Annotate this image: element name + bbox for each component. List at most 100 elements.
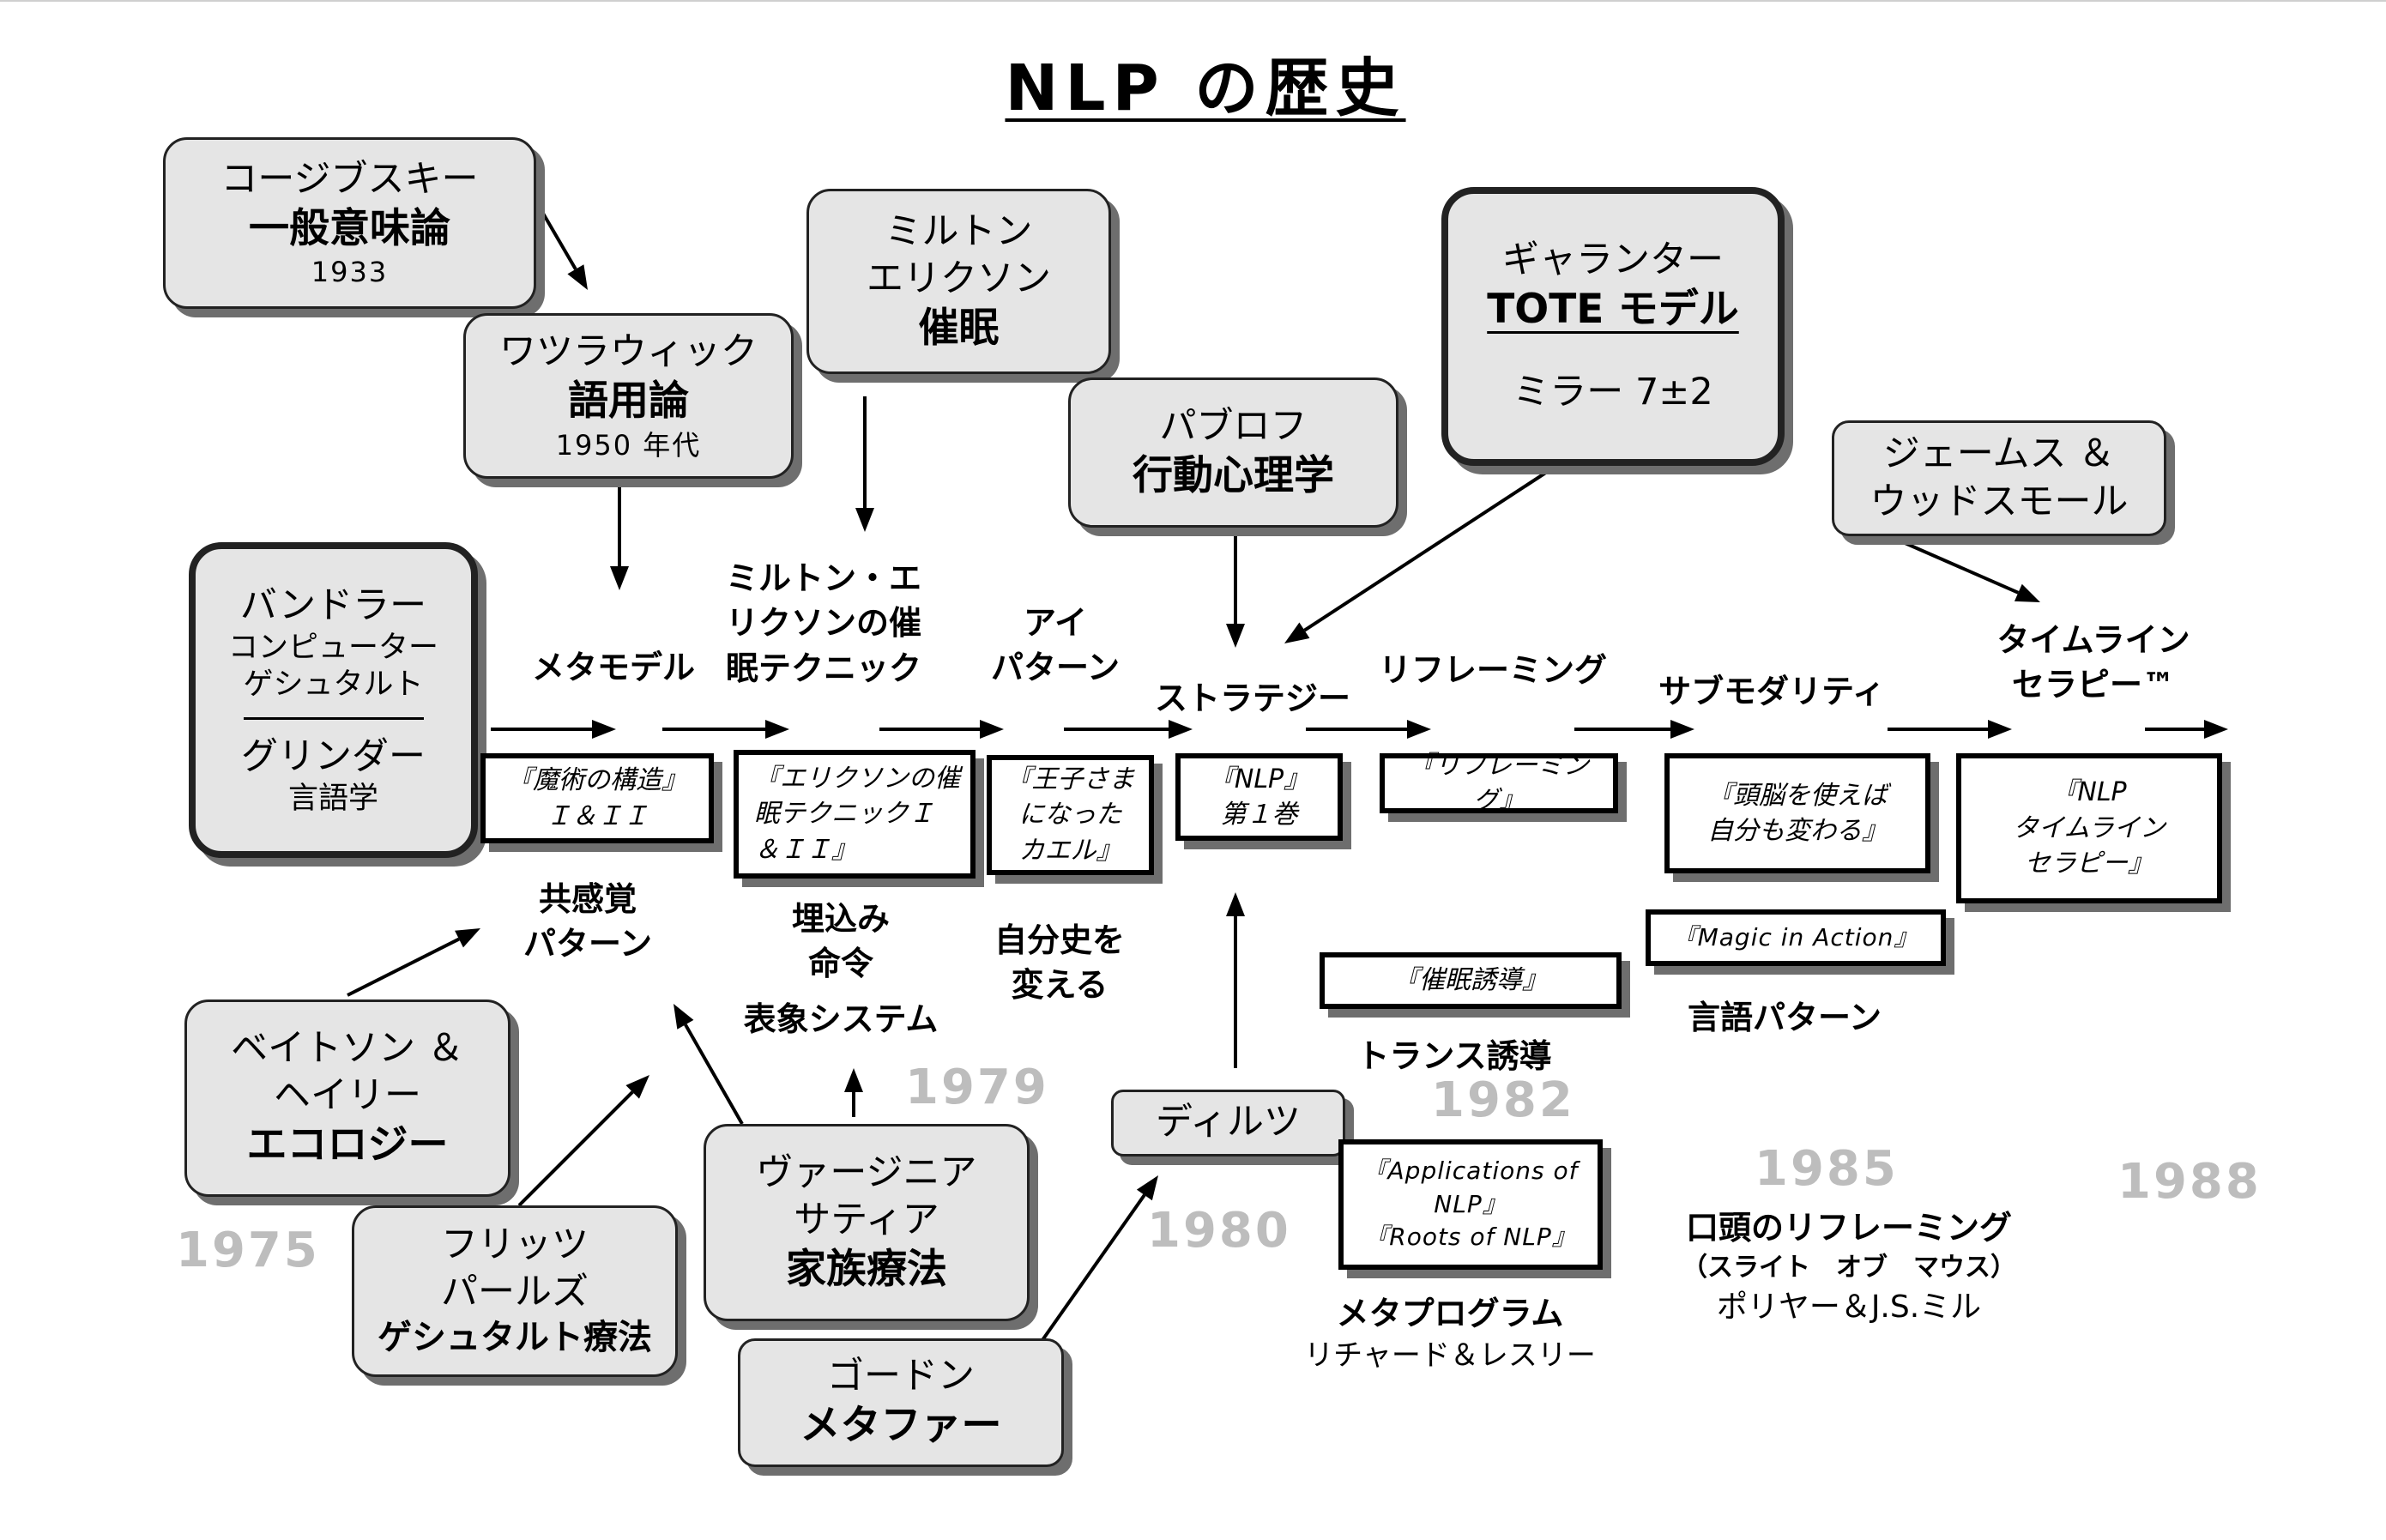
label-timeline: タイムライン セラピー™ xyxy=(1986,618,2201,708)
arrow-watzlawick-head xyxy=(610,566,629,590)
arrow-dilts-head xyxy=(1226,892,1245,916)
timeline-arrow-6-head xyxy=(1670,720,1694,739)
book-using-your-brain: 『頭脳を使えば 自分も変わる』 xyxy=(1664,753,1930,873)
erickson-tech-line2: リクソンの催 xyxy=(725,604,921,643)
label-reframing: リフレーミング xyxy=(1378,651,1607,689)
box-satir: ヴァージニア サティア 家族療法 xyxy=(704,1124,1030,1321)
applications-line1: 『Applications of xyxy=(1362,1157,1579,1186)
timeline-book-line1: 『NLP xyxy=(2051,777,2127,808)
erickson-book-line2: 眠テクニックＩ xyxy=(754,799,934,830)
book-nlp-vol1: 『NLP』 第１巻 xyxy=(1175,753,1343,841)
pavlov-topic: 行動心理学 xyxy=(1133,451,1334,499)
top-border-line xyxy=(0,0,2386,2)
bateson-line1: ベイトソン ＆ xyxy=(231,1026,464,1070)
eye-pattern-line2: パターン xyxy=(990,649,1121,687)
sleight-name: 口頭のリフレーミング xyxy=(1685,1209,2012,1247)
arrow-satir-system-head xyxy=(844,1068,863,1092)
bateson-line2: ヘイリー xyxy=(274,1073,421,1117)
label-meta-model: メタモデル xyxy=(531,649,695,686)
korzybski-year: 1933 xyxy=(311,256,389,289)
erickson-name2: エリクソン xyxy=(867,257,1051,300)
label-submodality: サブモダリティ xyxy=(1658,673,1885,710)
arrow-satir-up-head xyxy=(674,1004,694,1030)
change-history-line1: 自分史を xyxy=(994,921,1125,959)
gordon-topic: メタファー xyxy=(800,1402,1002,1450)
timeline-arrow-3-head xyxy=(980,720,1004,739)
founders-divider xyxy=(243,716,424,720)
book-applications-roots: 『Applications of NLP』 『Roots of NLP』 xyxy=(1338,1139,1603,1270)
book-erickson-technique: 『エリクソンの催 眠テクニックＩ ＆ＩＩ』 xyxy=(734,750,976,879)
galanter-topic: TOTE モデル xyxy=(1487,286,1739,334)
label-language-patterns: 言語パターン xyxy=(1687,999,1882,1036)
nlp-vol1-line2: 第１巻 xyxy=(1220,800,1298,830)
timeline-book-line2: タイムライン xyxy=(2013,812,2166,843)
applications-line3: 『Roots of NLP』 xyxy=(1364,1223,1577,1252)
structure-magic-line1: 『魔術の構造』 xyxy=(507,765,687,796)
timeline-arrow-7-head xyxy=(1988,720,2012,739)
frogs-line1: 『王子さま xyxy=(1006,764,1135,794)
erickson-book-line3: ＆ＩＩ』 xyxy=(754,834,857,865)
label-embedded: 埋込み 命令 xyxy=(772,897,909,987)
frogs-line3: カエル』 xyxy=(1018,835,1122,866)
timeline-arrow-2-head xyxy=(765,720,789,739)
korzybski-name: コージブスキー xyxy=(220,157,479,201)
erickson-tech-line3: 眠テクニック xyxy=(725,649,921,687)
grinder-name: グリンダー xyxy=(241,734,426,778)
bandler-name: バンドラー xyxy=(239,584,427,628)
arrow-gordon-line xyxy=(1041,1193,1146,1342)
label-trance: トランス誘導 xyxy=(1356,1037,1552,1075)
box-james-woodsmall: ジェームス ＆ ウッドスモール xyxy=(1832,420,2166,536)
erickson-topic: 催眠 xyxy=(918,304,1000,352)
year-1985: 1985 xyxy=(1755,1141,1899,1197)
arrow-galanter-head xyxy=(1284,622,1310,643)
timeline-line2: セラピー™ xyxy=(2011,666,2175,704)
arrow-bateson-head xyxy=(455,928,480,948)
year-1975: 1975 xyxy=(176,1223,320,1278)
use-brain-line2: 自分も変わる』 xyxy=(1707,816,1888,846)
book-magic-in-action: 『Magic in Action』 xyxy=(1646,909,1946,966)
dilts-name: ディルツ xyxy=(1156,1101,1301,1144)
arrow-satir-up-line xyxy=(684,1024,744,1125)
box-perls: フリッツ パールズ ゲシュタルト療法 xyxy=(352,1205,678,1377)
book-reframing: 『リフレーミング』 xyxy=(1380,751,1618,816)
arrow-perls-line xyxy=(517,1090,634,1207)
timeline-line1: タイムライン xyxy=(1996,621,2190,659)
timeline-arrow-1-head xyxy=(592,720,616,739)
gordon-name: ゴードン xyxy=(827,1355,975,1398)
erickson-book-line1: 『エリクソンの催 xyxy=(754,763,960,794)
box-galanter: ギャランター TOTE モデル ミラー 7±2 xyxy=(1441,187,1785,466)
timeline-arrow-5-head xyxy=(1407,720,1431,739)
bandler-field1: コンピューター xyxy=(227,631,438,666)
year-1979: 1979 xyxy=(905,1060,1049,1115)
grinder-field: 言語学 xyxy=(287,781,378,816)
change-history-line2: 変える xyxy=(1011,966,1108,1005)
synesthesia-line1: 共感覚 xyxy=(538,880,637,918)
nlp-vol1-line1: 『NLP』 xyxy=(1208,764,1310,794)
label-eye-pattern: アイ パターン xyxy=(987,601,1124,691)
book-structure-of-magic: 『魔術の構造』 Ｉ＆ＩＩ xyxy=(480,753,714,843)
satir-line1: ヴァージニア xyxy=(756,1150,977,1194)
year-1980: 1980 xyxy=(1147,1203,1291,1259)
arrow-perls-head xyxy=(625,1075,649,1099)
book-timeline-therapy: 『NLP タイムライン セラピー』 xyxy=(1956,753,2222,903)
embedded-line2: 命令 xyxy=(807,945,873,983)
james-line2: ウッドスモール xyxy=(1870,480,2129,523)
korzybski-topic: 一般意味論 xyxy=(249,204,450,252)
use-brain-line1: 『頭脳を使えば xyxy=(1707,780,1888,811)
frogs-line2: になった xyxy=(1018,800,1122,830)
synesthesia-line2: パターン xyxy=(523,925,653,963)
galanter-name: ギャランター xyxy=(1502,239,1724,282)
structure-magic-line2: Ｉ＆ＩＩ xyxy=(546,800,649,831)
watzlawick-topic: 語用論 xyxy=(568,377,689,426)
box-dilts: ディルツ xyxy=(1111,1090,1345,1157)
erickson-tech-line1: ミルトン・エ xyxy=(725,559,921,597)
label-sleight-of-mouth: 口頭のリフレーミング （スライト オブ マウス） ポリヤー＆J.S.ミル xyxy=(1677,1205,2021,1329)
pavlov-name: パブロフ xyxy=(1159,404,1308,448)
meta-program-name: メタプログラム xyxy=(1336,1295,1564,1332)
label-rep-system: 表象システム xyxy=(743,1000,939,1038)
eye-pattern-line1: アイ xyxy=(1023,604,1088,642)
perls-line2: パールズ xyxy=(441,1271,589,1314)
book-frogs-into-princes: 『王子さま になった カエル』 xyxy=(987,755,1154,875)
applications-line2: NLP』 xyxy=(1434,1189,1507,1218)
